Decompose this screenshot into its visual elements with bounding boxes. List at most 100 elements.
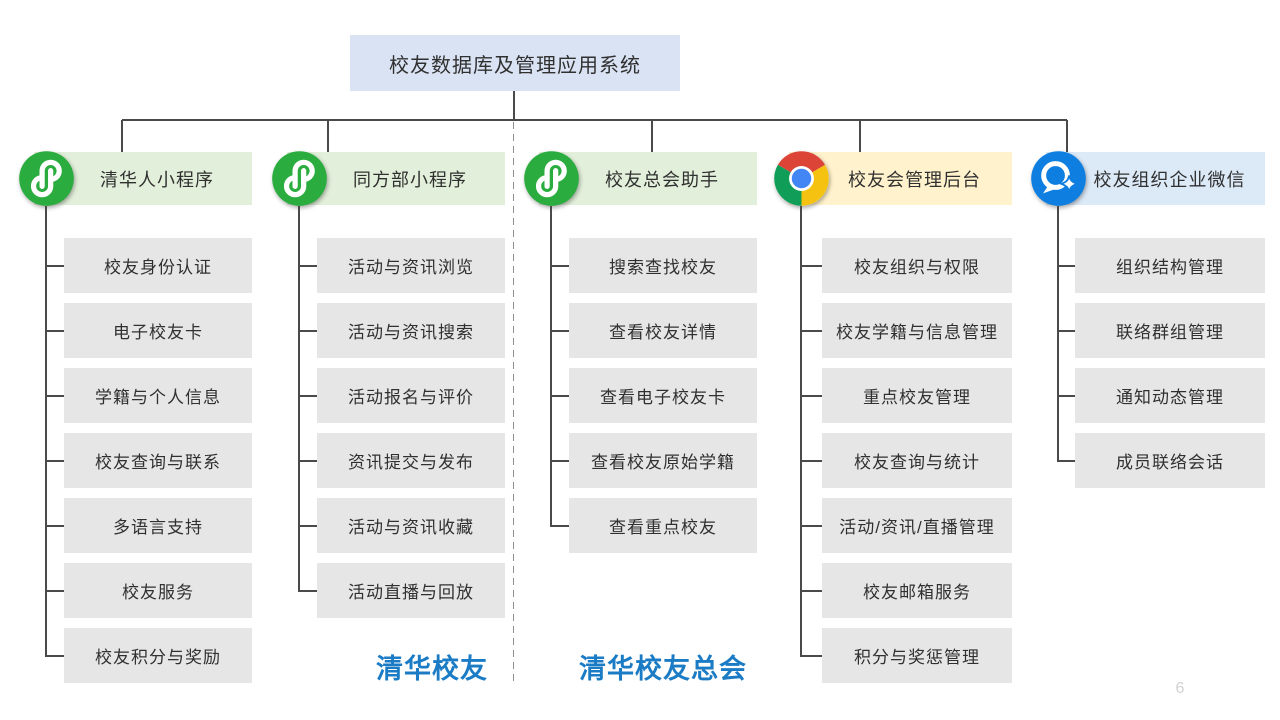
item-tick-line [800, 589, 822, 592]
feature-box-label: 活动与资讯搜索 [348, 323, 474, 342]
section-divider-dashed-line [513, 122, 514, 686]
feature-box-label: 校友邮箱服务 [863, 583, 971, 602]
feature-box: 组织结构管理 [1075, 238, 1265, 293]
feature-box: 活动/资讯/直播管理 [822, 498, 1012, 553]
feature-box-label: 查看重点校友 [609, 518, 717, 537]
feature-box-label: 校友查询与联系 [95, 453, 221, 472]
item-tick-line [1057, 459, 1075, 462]
feature-box-label: 成员联络会话 [1116, 453, 1224, 472]
column-header-label: 同方部小程序 [353, 169, 467, 190]
feature-box-label: 校友学籍与信息管理 [836, 323, 998, 342]
feature-box-label: 活动/资讯/直播管理 [839, 518, 995, 537]
item-tick-line [800, 459, 822, 462]
column-stem-line [45, 206, 47, 656]
item-tick-line [45, 394, 64, 397]
feature-box: 联络群组管理 [1075, 303, 1265, 358]
branch-drop-line-5 [1066, 120, 1068, 152]
item-tick-line [298, 589, 317, 592]
item-tick-line [550, 329, 569, 332]
feature-box-label: 查看校友详情 [609, 323, 717, 342]
feature-box-label: 活动直播与回放 [348, 583, 474, 602]
wechat-miniprogram-icon [18, 150, 75, 207]
feature-box: 通知动态管理 [1075, 368, 1265, 423]
column-header-label: 清华人小程序 [100, 169, 214, 190]
item-tick-line [800, 264, 822, 267]
item-tick-line [45, 524, 64, 527]
item-tick-line [45, 329, 64, 332]
feature-box: 校友身份认证 [64, 238, 252, 293]
feature-box: 资讯提交与发布 [317, 433, 505, 488]
feature-box: 活动报名与评价 [317, 368, 505, 423]
feature-box: 查看校友详情 [569, 303, 757, 358]
feature-box-label: 通知动态管理 [1116, 388, 1224, 407]
column-stem-line [1057, 206, 1059, 461]
wechat-miniprogram-icon [271, 150, 328, 207]
footer-label-xiaoyou-zonghui-zhushou: 清华校友总会 [579, 653, 747, 684]
feature-box-label: 多语言支持 [113, 518, 203, 537]
item-tick-line [298, 394, 317, 397]
feature-box-label: 活动报名与评价 [348, 388, 474, 407]
feature-box: 活动直播与回放 [317, 563, 505, 618]
feature-box-label: 校友身份认证 [104, 258, 212, 277]
feature-box: 活动与资讯搜索 [317, 303, 505, 358]
feature-box: 查看校友原始学籍 [569, 433, 757, 488]
feature-box: 学籍与个人信息 [64, 368, 252, 423]
column-header-label: 校友总会助手 [605, 169, 719, 190]
feature-box-label: 学籍与个人信息 [95, 388, 221, 407]
item-tick-line [298, 524, 317, 527]
item-tick-line [298, 329, 317, 332]
feature-box: 成员联络会话 [1075, 433, 1265, 488]
feature-box-label: 重点校友管理 [863, 388, 971, 407]
feature-box: 重点校友管理 [822, 368, 1012, 423]
feature-box: 活动与资讯浏览 [317, 238, 505, 293]
feature-box-label: 查看校友原始学籍 [591, 453, 735, 472]
item-tick-line [45, 589, 64, 592]
item-tick-line [45, 264, 64, 267]
item-tick-line [1057, 329, 1075, 332]
item-tick-line [800, 329, 822, 332]
feature-box-label: 活动与资讯收藏 [348, 518, 474, 537]
feature-box: 校友学籍与信息管理 [822, 303, 1012, 358]
feature-box: 校友查询与联系 [64, 433, 252, 488]
feature-box: 搜索查找校友 [569, 238, 757, 293]
branch-drop-line-4 [859, 120, 861, 152]
feature-box-label: 校友查询与统计 [854, 453, 980, 472]
top-bus-line [122, 119, 1067, 121]
column-stem-line [550, 206, 552, 526]
wecom-icon [1030, 150, 1087, 207]
feature-box-label: 查看电子校友卡 [600, 388, 726, 407]
chrome-icon [773, 150, 830, 207]
feature-box-label: 联络群组管理 [1116, 323, 1224, 342]
item-tick-line [298, 459, 317, 462]
feature-box-label: 电子校友卡 [113, 323, 203, 342]
item-tick-line [550, 264, 569, 267]
item-tick-line [298, 264, 317, 267]
page-number: 6 [1175, 680, 1185, 697]
item-tick-line [550, 394, 569, 397]
root-stem-line [513, 91, 515, 120]
feature-box-label: 组织结构管理 [1116, 258, 1224, 277]
feature-box-label: 活动与资讯浏览 [348, 258, 474, 277]
feature-box: 校友组织与权限 [822, 238, 1012, 293]
column-stem-line [298, 206, 300, 591]
column-header-xiaoyou-zonghui-zhushou: 校友总会助手 [539, 152, 757, 205]
root-node: 校友数据库及管理应用系统 [350, 35, 680, 91]
feature-box: 查看电子校友卡 [569, 368, 757, 423]
branch-drop-line-2 [327, 120, 329, 152]
feature-box-label: 搜索查找校友 [609, 258, 717, 277]
feature-box: 电子校友卡 [64, 303, 252, 358]
branch-drop-line-3 [651, 120, 653, 152]
item-tick-line [1057, 264, 1075, 267]
item-tick-line [800, 524, 822, 527]
feature-box: 多语言支持 [64, 498, 252, 553]
item-tick-line [45, 654, 64, 657]
wechat-miniprogram-icon [523, 150, 580, 207]
feature-box: 校友查询与统计 [822, 433, 1012, 488]
feature-box-label: 校友积分与奖励 [95, 648, 221, 667]
feature-box-label: 资讯提交与发布 [348, 453, 474, 472]
item-tick-line [800, 394, 822, 397]
branch-drop-line-1 [121, 120, 123, 152]
feature-box: 活动与资讯收藏 [317, 498, 505, 553]
feature-box: 校友积分与奖励 [64, 628, 252, 683]
